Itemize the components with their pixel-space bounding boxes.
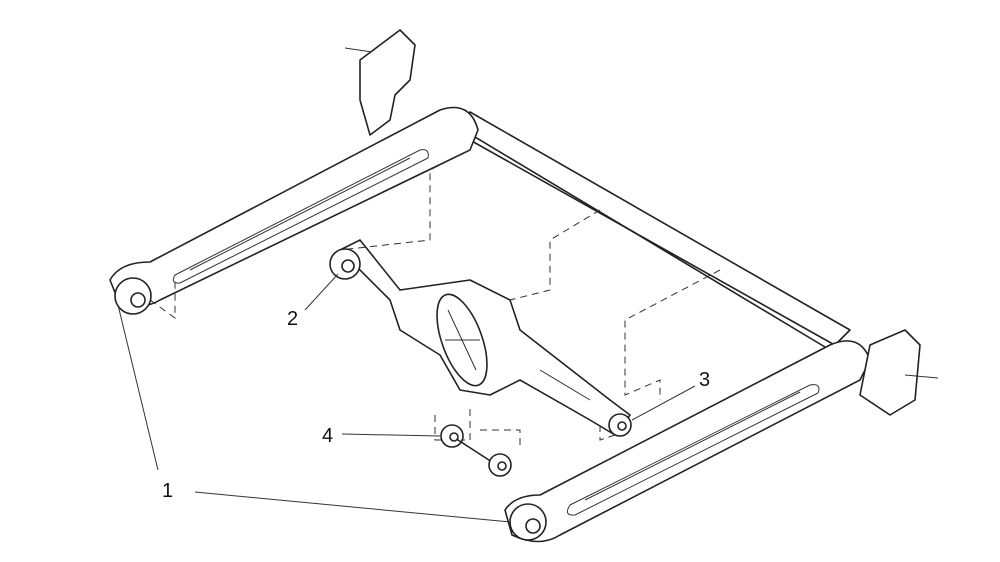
bushing-4a [440,424,464,448]
left-trailing-arm [109,29,479,307]
differential-carrier [339,239,631,436]
callout-4: 4 [322,425,333,447]
alignment-lines [149,149,721,450]
bushing-1b [509,503,547,541]
callout-1: 1 [162,480,173,502]
callout-3: 3 [699,369,710,391]
leader-lines [117,273,696,523]
right-trailing-arm [504,329,939,543]
callout-2: 2 [287,308,298,330]
bushing-2 [329,248,361,280]
bushing-3 [608,413,632,437]
bushing-4b [488,453,512,477]
bushing-1a [114,277,152,315]
bushings [114,248,632,541]
